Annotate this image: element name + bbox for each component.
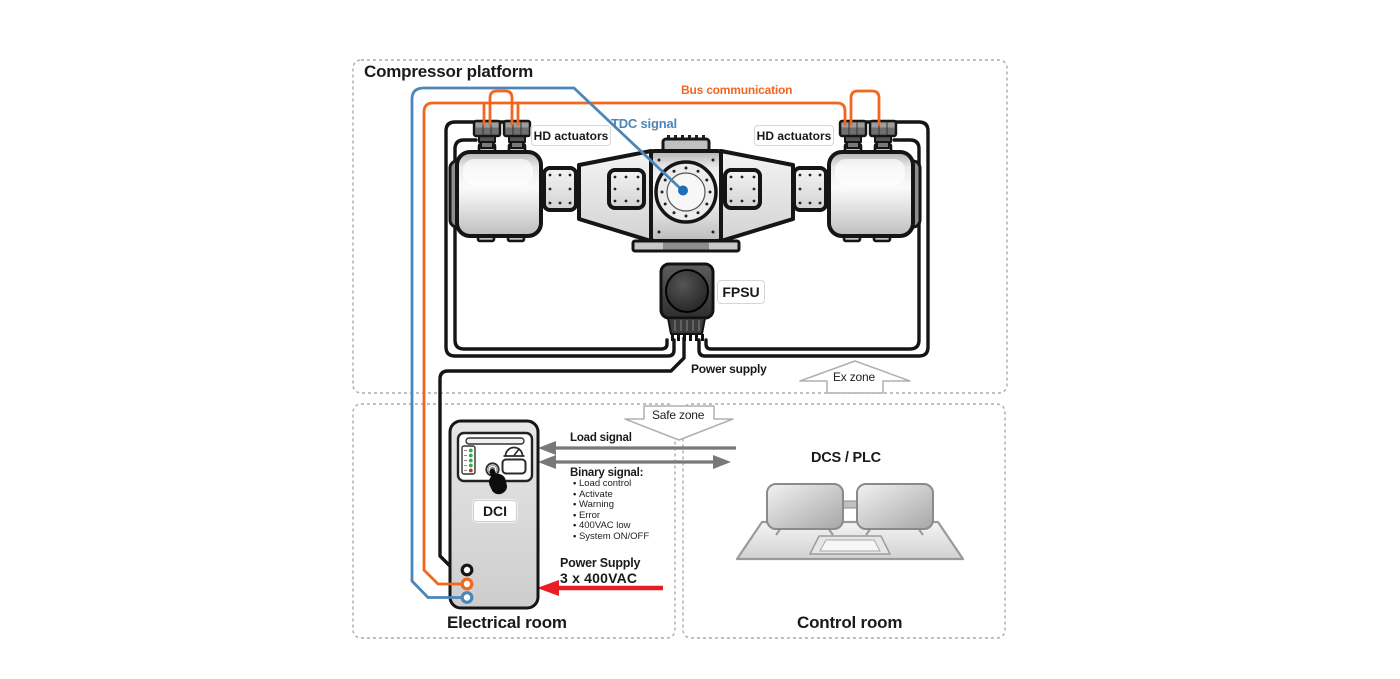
- zone-boxes: [352, 59, 1008, 639]
- dcs-plc-label: DCS / PLC: [811, 450, 881, 466]
- binary-item: Load control: [573, 478, 649, 490]
- monitor-right: [856, 483, 934, 530]
- bus-arch-right: [849, 89, 881, 126]
- hd-actuators-right-tag: HD actuators: [754, 125, 834, 146]
- hd-actuators-left-tag: HD actuators: [531, 125, 611, 146]
- led-dashes: [464, 450, 467, 471]
- cable-fpsu-power: [438, 336, 686, 572]
- hd-actuator-4: [868, 119, 898, 149]
- electrical-room-box: [352, 403, 676, 639]
- zone-arrows: [624, 360, 911, 441]
- hand-cursor-icon: [488, 468, 507, 495]
- load-signal-label: Load signal: [570, 432, 632, 444]
- cable-left-outer: [444, 120, 676, 358]
- hd-actuator-2: [502, 119, 532, 149]
- power-supply-feed-value: 3 x 400VAC: [560, 570, 638, 586]
- binary-signal-title: Binary signal:: [570, 467, 644, 479]
- fpsu-unit: [659, 262, 715, 341]
- tdc-wire: [410, 86, 684, 599]
- power-supply-label: Power supply: [691, 362, 767, 376]
- binary-signal-arrowhead-right: [713, 455, 731, 469]
- binary-item: 400VAC low: [573, 520, 649, 532]
- cable-right-inner: [704, 138, 921, 351]
- monitor-left: [766, 483, 844, 530]
- bus-main: [422, 101, 847, 586]
- bus-wires: [422, 89, 881, 586]
- flange-d: [792, 166, 828, 212]
- terminal-black: [460, 563, 474, 577]
- hd-actuator-1: [472, 119, 502, 149]
- crankcase: [631, 135, 741, 253]
- fpsu-tag: FPSU: [717, 280, 765, 304]
- binary-item: Activate: [573, 489, 649, 501]
- tdc-sensor-dot: [678, 185, 688, 196]
- dci-display-button: [501, 458, 527, 475]
- bus-arch-left: [488, 89, 514, 126]
- binary-item: System ON/OFF: [573, 531, 649, 543]
- ex-zone-label: Ex zone: [833, 370, 875, 384]
- control-room-furniture: [735, 483, 965, 561]
- safe-zone-label: Safe zone: [652, 408, 705, 422]
- tdc-signal-label: TDC signal: [611, 116, 677, 131]
- load-signal-arrowhead: [538, 441, 556, 455]
- binary-signal-list: Load control Activate Warning Error 400V…: [573, 478, 649, 543]
- cable-left-inner: [453, 138, 669, 351]
- flange-circle-bolts: [660, 166, 712, 218]
- dci-led-box: [461, 445, 476, 475]
- electrical-room-label: Electrical room: [447, 613, 567, 632]
- hd-actuator-connectors: [472, 119, 898, 149]
- dci-panel-slot: [465, 437, 525, 445]
- tdc-path: [410, 86, 684, 599]
- flange-a: [542, 166, 578, 212]
- status-leds: [468, 448, 473, 473]
- power-supply-feed-title: Power Supply: [560, 556, 641, 570]
- hd-actuator-3: [838, 119, 868, 149]
- bus-communication-label: Bus communication: [681, 83, 793, 97]
- monitor-link: [842, 500, 858, 509]
- flange-b: [607, 168, 646, 210]
- binary-signal-arrowhead-left: [538, 455, 556, 469]
- safe-zone-arrow: [624, 405, 734, 441]
- cable-right-outer: [697, 120, 930, 358]
- compressor-platform-title: Compressor platform: [364, 62, 534, 81]
- ex-zone-arrow: [799, 360, 911, 394]
- signal-arrows: [538, 441, 736, 469]
- flange-bolts: [548, 173, 822, 205]
- compressor-platform-box: [352, 59, 1008, 394]
- terminal-blue: [460, 591, 474, 604]
- black-cables: [438, 120, 930, 572]
- binary-item: Warning: [573, 499, 649, 511]
- dci-tag: DCI: [473, 500, 517, 522]
- fpsu-pins: [671, 334, 704, 341]
- flange-c: [723, 168, 762, 210]
- gauge-icon: [503, 446, 525, 457]
- power-feed-arrow: [537, 580, 663, 596]
- compressor-assembly: [448, 119, 922, 341]
- binary-item: Error: [573, 510, 649, 522]
- terminal-orange: [460, 577, 474, 591]
- fpsu-lens: [665, 269, 709, 313]
- dci-terminals: [460, 563, 474, 604]
- control-room-box: [682, 403, 1006, 639]
- control-room-label: Control room: [797, 613, 903, 632]
